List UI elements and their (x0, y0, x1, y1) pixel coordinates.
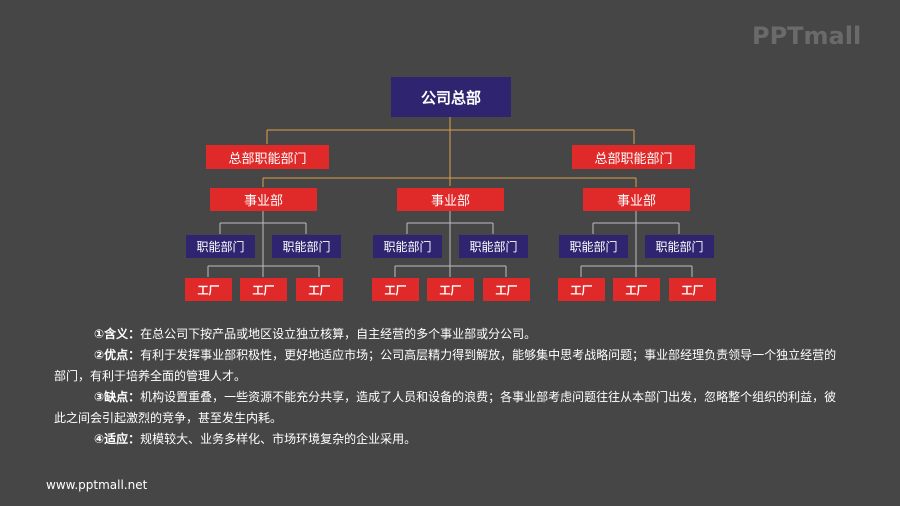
division-node-1: 事业部 (210, 188, 317, 211)
description-meaning: ①含义：在总公司下按产品或地区设立独立核算，自主经营的多个事业部或分公司。 (94, 327, 537, 341)
description-disadvantages: ③缺点：机构设置重叠，一些资源不能充分共享，造成了人员和设备的浪费；各事业部考虑… (54, 390, 837, 425)
division-3-dept-1: 职能部门 (559, 235, 628, 258)
division-2-factory-2: 工厂 (427, 278, 474, 301)
division-3-factory-3: 工厂 (669, 278, 716, 301)
division-2-dept-2: 职能部门 (459, 235, 528, 258)
hq-functional-dept-right: 总部职能部门 (572, 145, 695, 169)
division-2-factory-1: 工厂 (372, 278, 419, 301)
division-1-factory-1: 工厂 (185, 278, 232, 301)
description-applicability: ④适应：规模较大、业务多样化、市场环境复杂的企业采用。 (94, 432, 417, 446)
footer-url: www.pptmall.net (46, 478, 148, 492)
headquarters-node: 公司总部 (391, 77, 511, 117)
description-block: ①含义：在总公司下按产品或地区设立独立核算，自主经营的多个事业部或分公司。 ②优… (54, 324, 844, 450)
division-1-dept-1: 职能部门 (186, 235, 255, 258)
division-2-factory-3: 工厂 (483, 278, 530, 301)
description-advantages: ②优点：有利于发挥事业部积极性，更好地适应市场；公司高层精力得到解放，能够集中思… (54, 348, 837, 383)
pptmall-logo: PPTmall (752, 22, 862, 50)
division-1-dept-2: 职能部门 (272, 235, 341, 258)
division-node-2: 事业部 (397, 188, 504, 211)
hq-functional-dept-left: 总部职能部门 (206, 145, 329, 169)
division-1-factory-2: 工厂 (240, 278, 287, 301)
division-3-factory-1: 工厂 (558, 278, 605, 301)
division-1-factory-3: 工厂 (296, 278, 343, 301)
division-2-dept-1: 职能部门 (373, 235, 442, 258)
division-3-factory-2: 工厂 (613, 278, 660, 301)
division-3-dept-2: 职能部门 (645, 235, 714, 258)
division-node-3: 事业部 (583, 188, 690, 211)
